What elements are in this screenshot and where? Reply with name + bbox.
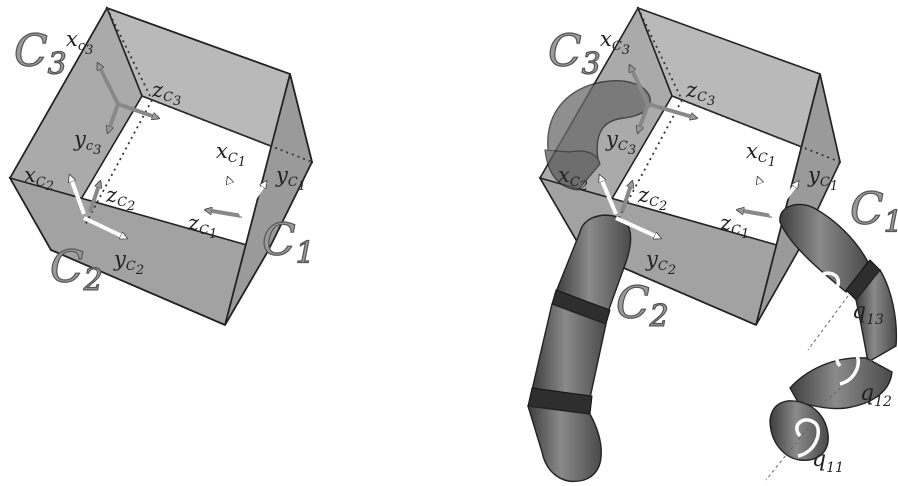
finger-link: [527, 405, 602, 482]
x-axis-arrow: [96, 64, 120, 105]
axis-label-y-c3: yc3: [73, 127, 101, 158]
frame-c3-right: [628, 66, 696, 132]
right-panel: C3 C2 C1 xC3 zC3 yC3 xC2 zC2 yC2 xC1 yC1…: [527, 6, 898, 482]
contact-label-c3: C3: [14, 26, 67, 82]
y-axis-arrow: [83, 216, 126, 240]
finger-2: [527, 214, 632, 482]
contact-label-c2: C2: [616, 278, 669, 334]
contact-label-c1: C1: [850, 184, 898, 240]
hidden-edge: [681, 99, 841, 163]
y-axis-arrow: [638, 103, 650, 132]
finger-link: [544, 149, 601, 191]
finger-link: [779, 203, 869, 294]
frame-c1-right: [738, 178, 798, 218]
hidden-edge: [151, 99, 313, 163]
axis-label-y-c3: yC3: [605, 127, 636, 158]
finger-1: [765, 203, 898, 481]
axis-label-y-c2: yC2: [113, 247, 144, 278]
x-axis-arrow: [758, 178, 774, 217]
cube-edge: [224, 73, 291, 326]
axis-label-y-c2: yC2: [645, 247, 676, 278]
axis-label-z-c2: zC2: [105, 183, 135, 214]
z-axis-arrow: [88, 182, 100, 213]
z-axis-arrow: [206, 210, 243, 218]
finger-link: [855, 268, 898, 364]
joint-axis-q13: [807, 295, 849, 351]
axis-label-x-c2: xC2: [558, 163, 588, 194]
rotation-arrow-q12: [835, 348, 861, 386]
left-panel: C3 C2 C1 xc3 zC3 yc3 xC2 zC2 yC2 xC1 yC1…: [8, 6, 315, 327]
y-axis-arrow: [108, 103, 120, 132]
cube-edge: [50, 249, 226, 326]
axis-label-z-c3: zC3: [151, 78, 181, 109]
x-axis-arrow: [598, 176, 618, 215]
joint-axis-q11: [765, 427, 809, 481]
cube-edge: [755, 73, 821, 326]
axis-label-x-c3: xC3: [600, 27, 630, 58]
cube-bottom-face: [8, 176, 270, 327]
axis-label-x-c2: xC2: [24, 163, 54, 194]
y-axis-arrow: [240, 182, 266, 218]
axis-label-x-c3: xc3: [66, 27, 93, 58]
axis-label-x-c1: xC1: [216, 139, 246, 170]
contact-label-c2: C2: [50, 242, 103, 298]
frame-c1-left: [206, 178, 266, 218]
axis-label-z-c1: zC1: [187, 211, 217, 242]
finger-3: [544, 80, 651, 191]
axis-label-y-c1: yC1: [807, 163, 838, 194]
axis-label-y-c1: yC1: [275, 163, 306, 194]
joint-label-q13: q13: [852, 299, 884, 328]
z-axis-arrow: [738, 210, 773, 218]
y-axis-arrow: [770, 182, 798, 218]
x-axis-arrow: [70, 176, 86, 215]
x-axis-arrow: [628, 66, 650, 105]
joint-label-q12: q12: [860, 381, 892, 410]
hidden-edge: [637, 7, 683, 101]
rotation-arrow-q13: [816, 271, 841, 296]
y-axis-arrow: [615, 216, 660, 240]
rotation-arrow-q11: [795, 418, 820, 458]
z-axis-arrow: [117, 102, 158, 118]
z-axis-arrow: [620, 182, 632, 213]
axis-label-z-c3: zC3: [685, 78, 715, 109]
z-axis-arrow: [647, 102, 696, 118]
frame-c2-right: [598, 176, 660, 240]
contact-label-c3: C3: [548, 26, 601, 82]
cube-left: [8, 6, 314, 327]
frame-c2-left: [70, 176, 126, 240]
contact-label-c1: C1: [262, 215, 315, 271]
axis-label-x-c1: xC1: [746, 139, 776, 170]
x-axis-arrow: [228, 178, 244, 217]
axis-label-z-c1: zC1: [719, 211, 749, 242]
axis-label-z-c2: zC2: [637, 183, 667, 214]
frame-c3-left: [96, 64, 158, 132]
joint-label-q11: q11: [812, 447, 844, 476]
hidden-edge: [106, 7, 153, 101]
